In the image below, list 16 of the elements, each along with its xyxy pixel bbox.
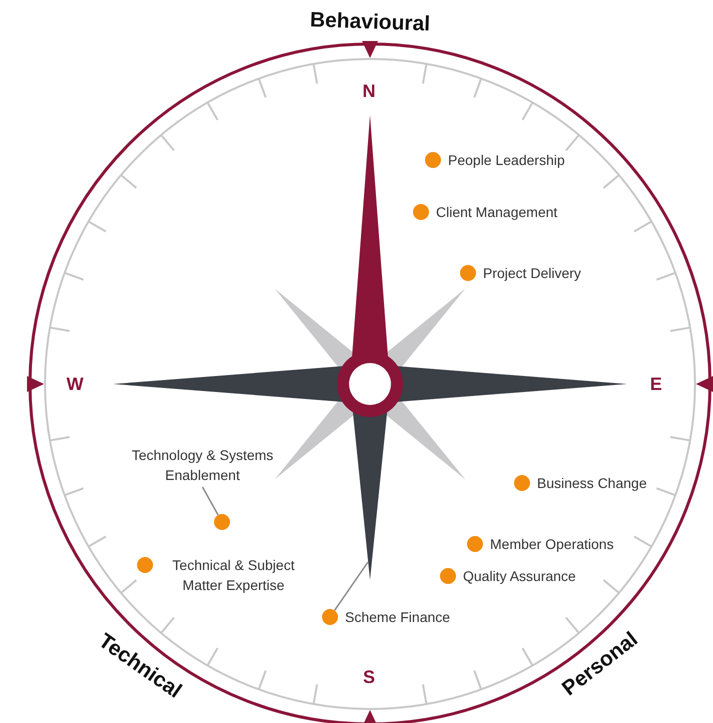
compass-direction-label: N bbox=[362, 82, 376, 100]
item-label: People Leadership bbox=[448, 152, 565, 168]
item-label: Client Management bbox=[436, 204, 558, 220]
item-label: Scheme Finance bbox=[345, 609, 450, 625]
item-label: Project Delivery bbox=[483, 265, 582, 281]
item-label: Technology & Systems Enablement bbox=[132, 447, 274, 483]
category-label: Behavioural bbox=[310, 9, 430, 35]
item-label: Quality Assurance bbox=[463, 568, 576, 584]
leader-line bbox=[334, 562, 369, 611]
leader-line bbox=[202, 486, 219, 516]
item-label: Business Change bbox=[537, 475, 647, 491]
compass-direction-label: E bbox=[650, 375, 662, 393]
item-label: Technical & Subject Matter Expertise bbox=[172, 557, 295, 593]
compass-direction-label: S bbox=[363, 668, 375, 686]
compass-direction-label: W bbox=[66, 375, 84, 393]
item-label: Member Operations bbox=[490, 536, 614, 552]
